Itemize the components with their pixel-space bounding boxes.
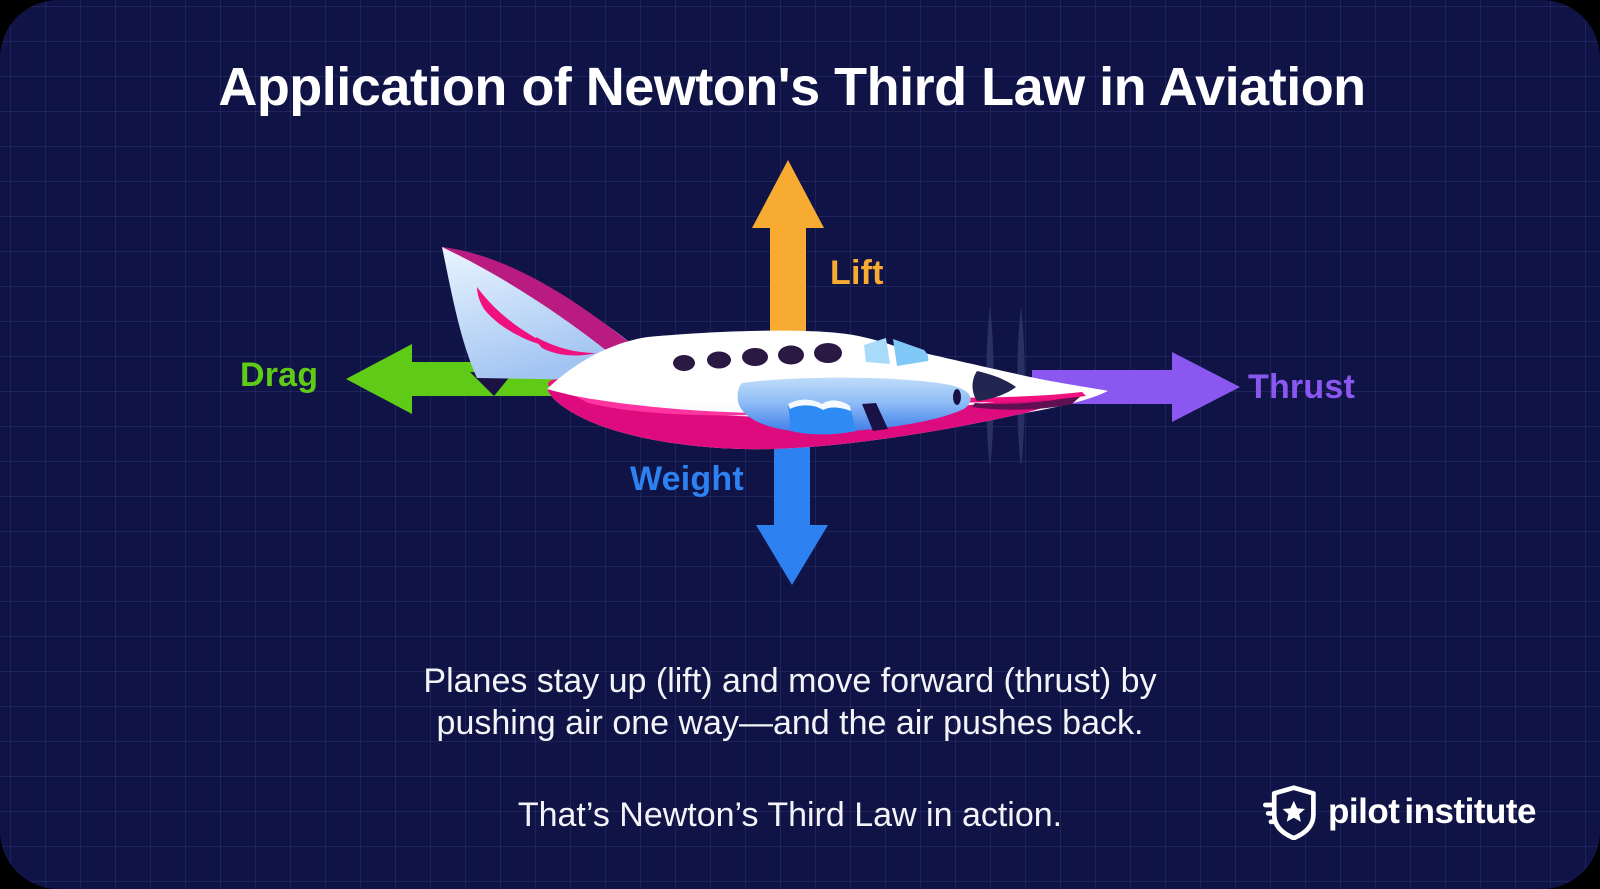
caption-line-2: pushing air one way—and the air pushes b…	[436, 704, 1144, 742]
windshield-rear-pane	[864, 338, 890, 364]
wing-port	[953, 389, 961, 405]
caption-paragraph: Planes stay up (lift) and move forward (…	[0, 660, 1580, 744]
lift-label: Lift	[830, 254, 884, 292]
thrust-arrow-icon	[1032, 352, 1240, 422]
drag-arrow-icon	[346, 344, 585, 414]
caption-line-3: That’s Newton’s Third Law in action.	[517, 796, 1063, 834]
force-arrows	[346, 160, 1240, 585]
winged-shield-star-icon	[1263, 785, 1316, 840]
drag-label: Drag	[240, 356, 319, 394]
wing-slit	[862, 403, 888, 431]
tail-fin-cap	[442, 247, 630, 355]
gear-flap-highlight	[788, 399, 851, 411]
lift-arrow-icon	[752, 160, 824, 345]
under-nose-shadow	[972, 395, 1082, 410]
tail-fin	[442, 247, 628, 380]
propeller-spinner-icon	[972, 371, 1016, 401]
caption-conclusion: That’s Newton’s Third Law in action.	[0, 794, 1580, 836]
logo-word-pilot: pilot	[1328, 792, 1400, 831]
windshield-front-pane	[893, 339, 929, 366]
caption-line-1: Planes stay up (lift) and move forward (…	[423, 662, 1157, 700]
logo-word-institute: institute	[1404, 792, 1536, 831]
weight-label: Weight	[630, 460, 744, 498]
page-title: Application of Newton's Third Law in Avi…	[218, 57, 1366, 117]
weight-arrow-icon	[756, 428, 828, 585]
tail-fin-swoosh	[536, 337, 596, 356]
airplane-illustration	[442, 247, 1108, 467]
thrust-label: Thrust	[1248, 368, 1355, 406]
gear-flap	[788, 399, 856, 435]
tail-fin-swoosh	[477, 287, 556, 348]
star-icon	[1282, 800, 1305, 822]
cabin-windows	[673, 343, 842, 371]
